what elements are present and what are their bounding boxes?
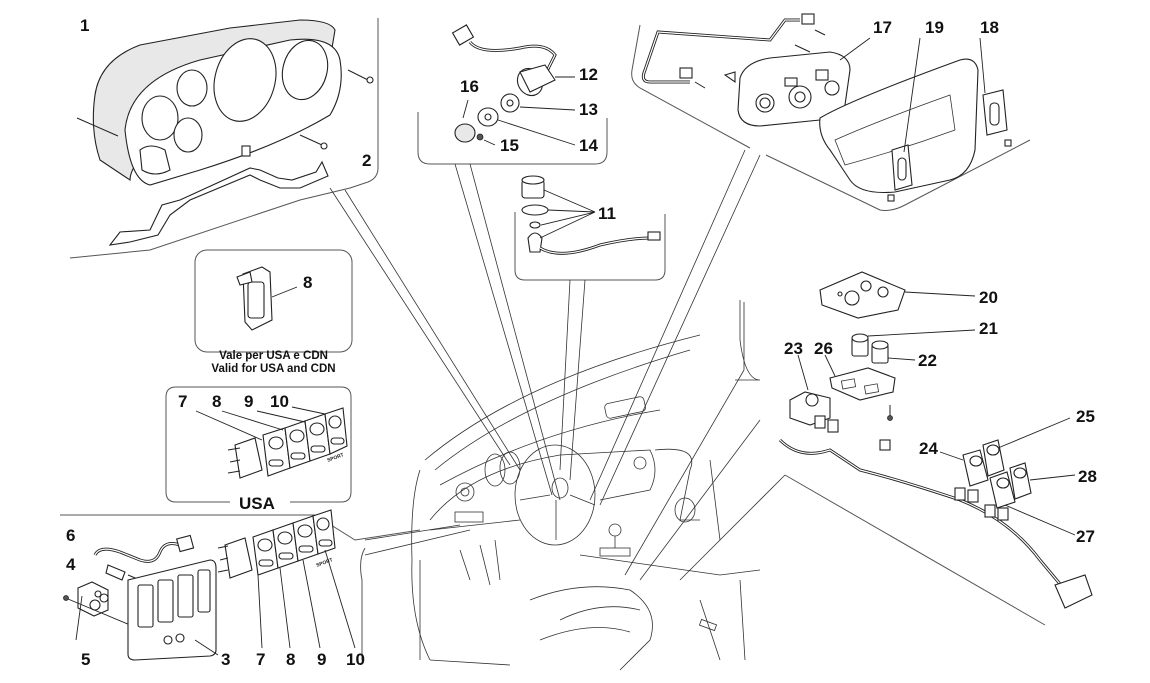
cdn-switch-part [236,266,298,331]
callout-23[interactable]: 23 [784,339,803,358]
callout-27[interactable]: 27 [1076,527,1095,546]
callout-6[interactable]: 6 [66,526,76,545]
cdn-inset-caption: Vale per USA e CDN Valid for USA and CDN [195,350,352,376]
car-interior-illustration [411,300,761,671]
location-leaders [329,149,786,581]
callout-19[interactable]: 19 [925,18,944,37]
callout-3[interactable]: 3 [221,650,231,669]
callout-25[interactable]: 25 [1076,407,1095,426]
ignition-lock-group [451,24,576,146]
usa-inset-label: USA [231,494,283,514]
usa-inset-callout-7[interactable]: 7 [178,392,188,411]
climate-control-group [641,13,1012,202]
callout-21[interactable]: 21 [979,319,998,338]
callout-22[interactable]: 22 [918,351,937,370]
callout-4[interactable]: 4 [66,555,76,574]
cdn-inset-callout-8[interactable]: 8 [303,273,313,292]
callout-1[interactable]: 1 [80,16,90,35]
frame-lamp [514,212,666,281]
right-switch-group [778,271,1093,609]
callout-5[interactable]: 5 [81,650,91,669]
callout-12[interactable]: 12 [579,65,598,84]
instrument-cluster-part [76,19,374,246]
callout-11[interactable]: 11 [598,204,616,223]
callout-13[interactable]: 13 [579,100,598,119]
callout-24[interactable]: 24 [919,439,938,458]
callout-17[interactable]: 17 [873,18,892,37]
frame-usa-inset [165,386,352,503]
callout-18[interactable]: 18 [980,18,999,37]
callout-14[interactable]: 14 [579,136,598,155]
callout-10[interactable]: 10 [346,650,365,669]
frame-lower-left [60,514,421,541]
callout-20[interactable]: 20 [979,288,998,307]
callout-28[interactable]: 28 [1078,467,1097,486]
frame-right-harness [743,302,1046,626]
lower-switch-group [63,509,356,661]
frame-cdn-inset [194,249,353,353]
section-frames [60,18,1046,660]
usa-inset-callout-10[interactable]: 10 [270,392,289,411]
caption-english: Valid for USA and CDN [211,363,336,376]
caption-italian: Vale per USA e CDN [219,350,328,362]
callout-9[interactable]: 9 [317,650,327,669]
usa-inset-callout-8[interactable]: 8 [212,392,222,411]
frame-lower-divider [360,547,366,660]
lamp-holder-group [521,175,661,255]
callout-8[interactable]: 8 [286,650,296,669]
callout-15[interactable]: 15 [500,136,519,155]
usa-inset-callout-9[interactable]: 9 [244,392,254,411]
callout-26[interactable]: 26 [814,339,833,358]
frame-cluster [69,18,379,259]
callout-16[interactable]: 16 [460,77,479,96]
callout-7[interactable]: 7 [256,650,266,669]
frame-climate [631,24,1031,211]
frame-ignition [417,112,608,165]
usa-switch-block [195,406,348,479]
callout-2[interactable]: 2 [362,151,372,170]
